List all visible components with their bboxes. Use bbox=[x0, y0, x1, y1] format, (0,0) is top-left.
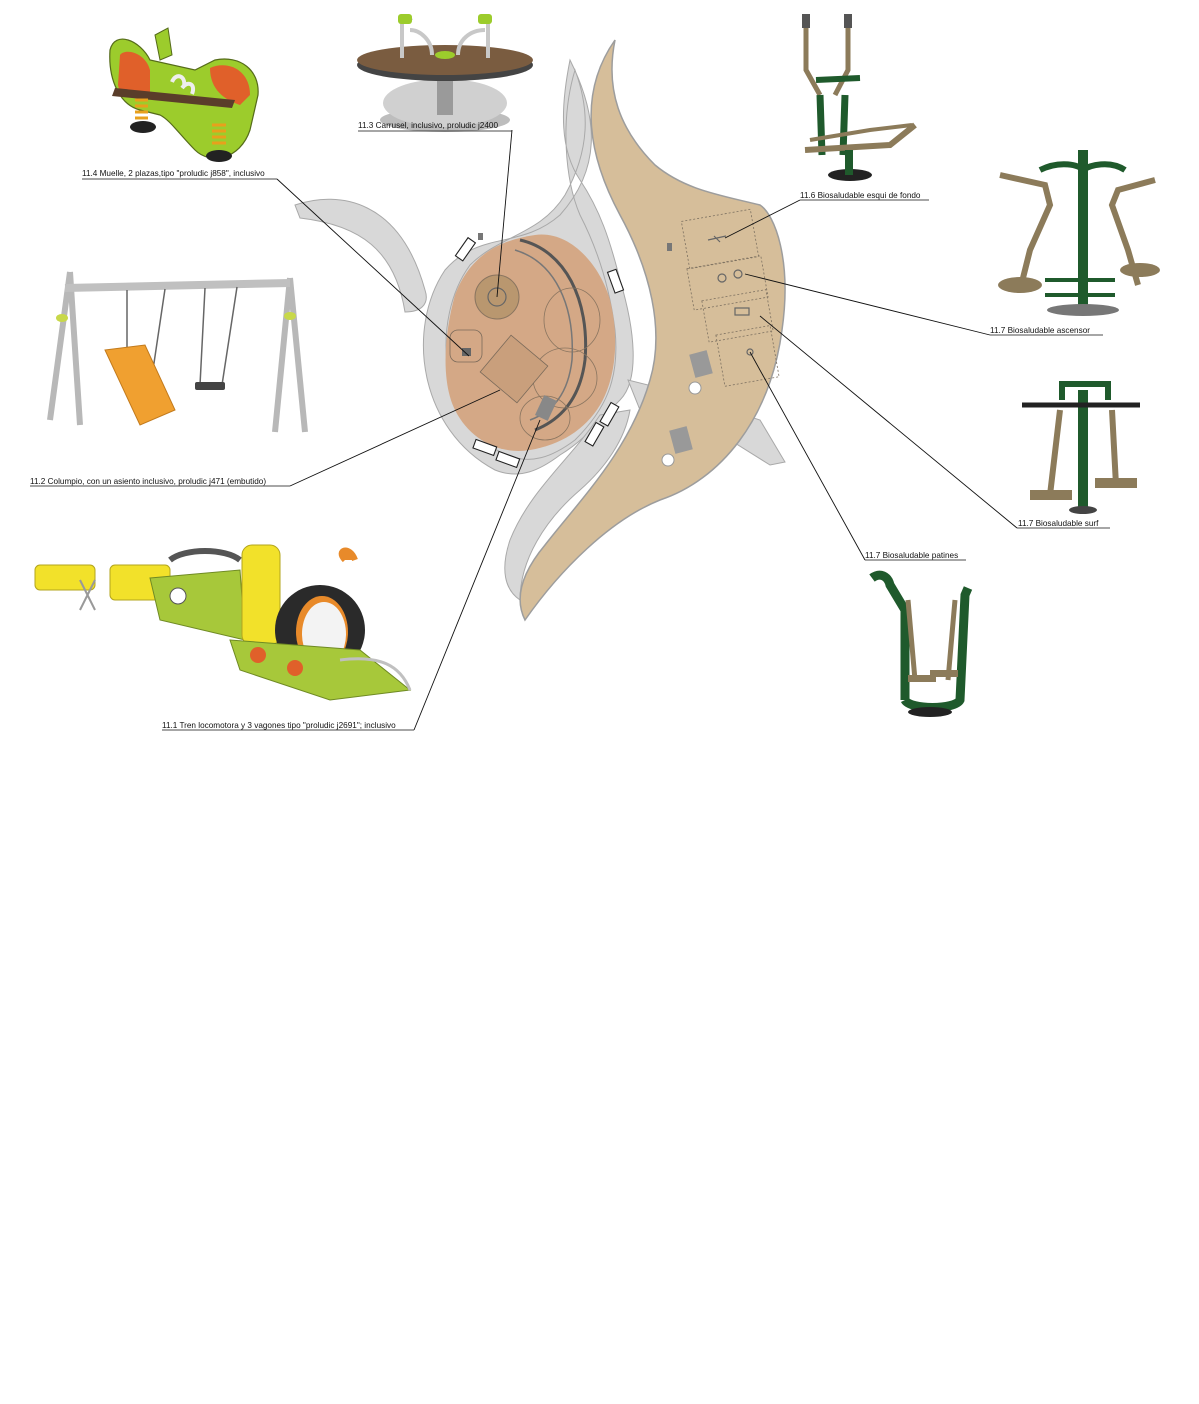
leader-ascensor bbox=[744, 273, 991, 336]
bench bbox=[495, 450, 521, 469]
spring-rider-footprint bbox=[449, 329, 483, 363]
leader-patines bbox=[749, 351, 866, 561]
grate bbox=[535, 395, 557, 421]
swing-footprint bbox=[479, 334, 549, 404]
bench bbox=[454, 236, 477, 262]
patines-symbol bbox=[746, 348, 754, 356]
leader-muelle bbox=[276, 178, 470, 357]
esqui-symbol bbox=[707, 235, 727, 243]
play-area-surface bbox=[445, 234, 616, 451]
esqui-de-fondo-illustration bbox=[802, 14, 917, 181]
swing-illustration bbox=[47, 271, 308, 433]
train-zone-1 bbox=[543, 287, 601, 353]
fitness-zone-ascensor bbox=[686, 255, 769, 311]
bench bbox=[606, 268, 625, 294]
labels: 11.4 Muelle, 2 plazas,tipo "proludic j85… bbox=[30, 121, 1110, 731]
leader-surf bbox=[759, 315, 1018, 529]
label-ascensor: 11.7 Biosaludable ascensor bbox=[990, 326, 1090, 335]
path-left-branch bbox=[294, 198, 427, 313]
label-surf: 11.7 Biosaludable surf bbox=[1018, 519, 1099, 528]
label-esqui: 11.6 Biosaludable esqui de fondo bbox=[800, 191, 921, 200]
leader-esqui bbox=[724, 199, 801, 239]
spring-rider-illustration bbox=[109, 27, 259, 162]
patines-illustration bbox=[869, 570, 973, 717]
ascensor-symbol-2 bbox=[733, 269, 743, 279]
tree-pit bbox=[661, 453, 675, 467]
tree-pit bbox=[688, 381, 702, 395]
spring-rider-symbol bbox=[462, 348, 471, 356]
label-muelle: 11.4 Muelle, 2 plazas,tipo "proludic j85… bbox=[82, 169, 265, 178]
train-track bbox=[519, 238, 588, 432]
label-carrusel: 11.3 Carrusel, inclusivo, proludic j2400 bbox=[358, 121, 498, 130]
fitness-zone-patines bbox=[715, 325, 780, 387]
label-tren: 11.1 Tren locomotora y 3 vagones tipo "p… bbox=[162, 721, 396, 730]
bench bbox=[472, 438, 498, 457]
surf-illustration bbox=[1022, 381, 1140, 514]
leader-tren bbox=[413, 419, 541, 731]
bench bbox=[584, 421, 605, 447]
label-patines: 11.7 Biosaludable patines bbox=[865, 551, 958, 560]
fitness-sand-area bbox=[519, 39, 786, 622]
site-plan bbox=[294, 39, 786, 622]
fitness-zone-surf bbox=[701, 289, 774, 343]
ascensor-symbol bbox=[717, 273, 727, 283]
train-illustration bbox=[34, 544, 412, 701]
grate bbox=[689, 350, 713, 378]
bin bbox=[667, 243, 672, 251]
fitness-zone-esqui bbox=[680, 208, 760, 270]
grate bbox=[669, 426, 693, 454]
label-columpio: 11.2 Columpio, con un asiento inclusivo,… bbox=[30, 477, 266, 486]
ascensor-illustration bbox=[998, 150, 1160, 316]
carousel-illustration bbox=[357, 14, 533, 132]
bench bbox=[599, 401, 620, 427]
leader-carrusel bbox=[496, 129, 513, 298]
surf-symbol bbox=[734, 307, 750, 316]
bin bbox=[478, 233, 483, 240]
leader-columpio bbox=[289, 389, 501, 487]
carousel-symbol bbox=[487, 287, 507, 307]
leader-lines bbox=[276, 129, 1018, 731]
